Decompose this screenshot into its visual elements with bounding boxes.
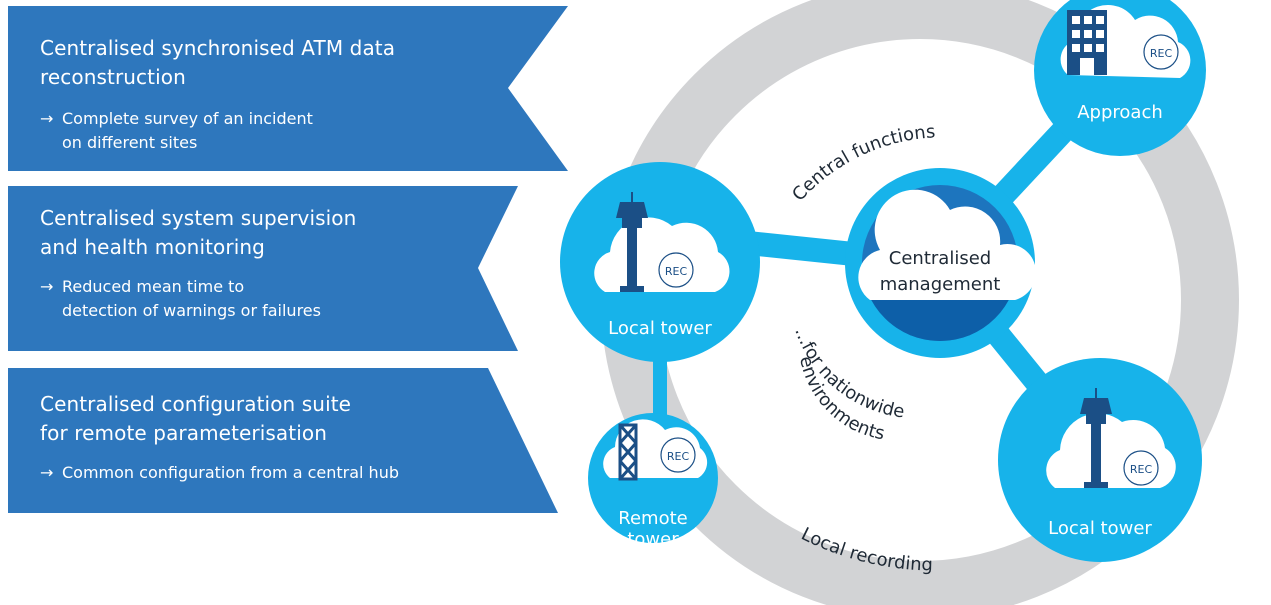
panel-title-line: Centralised synchronised ATM data [40,36,396,60]
panel-bullet-line: Reduced mean time to [62,277,245,296]
rec-badge-local-right [1123,450,1159,486]
rec-badge-approach [1143,34,1179,70]
panel-background [8,368,558,513]
panel-bullet-line: on different sites [62,133,198,152]
center-label: Centralised management [879,248,1001,295]
panel-configuration-suite: Centralised configuration suite for remo… [8,368,568,513]
lattice-tower-icon [618,423,638,481]
arrow-right-icon: → [40,463,54,482]
rec-badge-local-left [658,252,694,288]
approach-label: Approach [1077,102,1163,123]
remote-tower-label: Remote tower [618,508,688,550]
panel-bullet-line: Common configuration from a central hub [62,463,399,482]
rec-text: REC [665,265,688,278]
panel-title-line: Centralised configuration suite [40,392,352,416]
panel-data-reconstruction: Centralised synchronised ATM data recons… [8,6,573,171]
panel-background [8,6,568,171]
rec-text: REC [1130,463,1153,476]
local-tower-left-label: Local tower [608,318,712,339]
control-tower-icon [1080,388,1112,488]
rec-text: REC [1150,47,1173,60]
local-tower-right-label: Local tower [1048,518,1152,539]
panel-title-line: and health monitoring [40,235,265,259]
panel-title-line: Centralised system supervision [40,206,357,230]
panel-title-line: reconstruction [40,65,186,89]
panel-system-supervision: Centralised system supervision and healt… [8,186,528,351]
rec-text: REC [667,450,690,463]
cloud-icon [858,189,1036,300]
arrow-right-icon: → [40,277,54,296]
panel-title-line: for remote parameterisation [40,421,327,445]
control-tower-icon [616,192,648,292]
panel-background [8,186,518,351]
panel-bullet-line: detection of warnings or failures [62,301,321,320]
rec-badge-remote [660,437,696,473]
arrow-right-icon: → [40,109,54,128]
panel-bullet-line: Complete survey of an incident [62,109,313,128]
